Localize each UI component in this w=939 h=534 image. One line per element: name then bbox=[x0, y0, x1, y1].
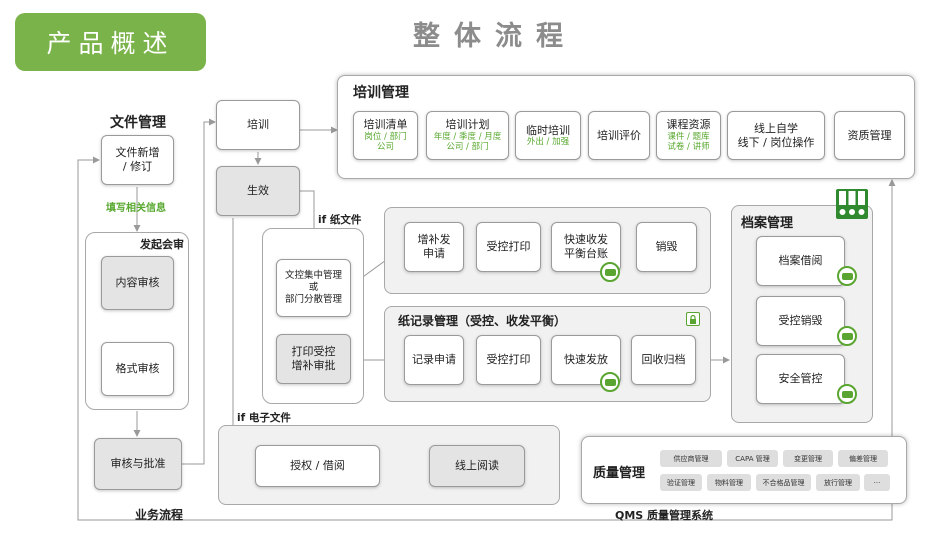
review-approve-box[interactable]: 审核与批准 bbox=[94, 438, 182, 490]
quality-panel bbox=[581, 436, 907, 504]
training-item-5[interactable]: 课程资源课件 / 题库 试卷 / 讲师 bbox=[656, 111, 721, 160]
paper-file-step-1[interactable]: 增补发 申请 bbox=[404, 222, 464, 272]
file-management-title: 文件管理 bbox=[110, 115, 166, 131]
business-flow-label: 业务流程 bbox=[135, 508, 184, 522]
training-item-3[interactable]: 临时培训外出 / 加强 bbox=[515, 111, 581, 160]
training-item-7[interactable]: 资质管理 bbox=[834, 111, 905, 160]
authorize-borrow-box[interactable]: 授权 / 借阅 bbox=[255, 445, 380, 487]
paper-record-title: 纸记录管理（受控、收发平衡） bbox=[398, 314, 567, 328]
online-read-box[interactable]: 线上阅读 bbox=[429, 445, 525, 487]
borrow-icon bbox=[837, 266, 857, 286]
print-control-approve-box[interactable]: 打印受控 增补审批 bbox=[276, 334, 351, 384]
dispatch-icon bbox=[600, 372, 620, 392]
content-review-box[interactable]: 内容审核 bbox=[101, 256, 174, 310]
training-item-1[interactable]: 培训清单岗位 / 部门 公司 bbox=[353, 111, 418, 160]
controlled-destroy-box[interactable]: 受控销毁 bbox=[756, 296, 845, 346]
training-box[interactable]: 培训 bbox=[216, 100, 300, 150]
if-paper-label: if 纸文件 bbox=[318, 214, 362, 226]
quality-module-chip[interactable]: 偏差管理 bbox=[838, 450, 888, 467]
shredder-icon bbox=[837, 326, 857, 346]
quality-module-chip[interactable]: CAPA 管理 bbox=[727, 450, 778, 467]
quality-module-chip[interactable]: ··· bbox=[864, 474, 890, 491]
training-item-label: 课程资源 bbox=[666, 118, 711, 132]
product-overview-tag: 产品概述 bbox=[15, 13, 206, 71]
training-item-label: 线上自学 线下 / 岗位操作 bbox=[737, 121, 815, 149]
training-item-label: 资质管理 bbox=[847, 128, 892, 142]
archive-binders-icon bbox=[835, 188, 869, 220]
quality-module-chip[interactable]: 供应商管理 bbox=[660, 450, 722, 467]
ledger-icon bbox=[600, 262, 620, 282]
paper-record-step-2[interactable]: 受控打印 bbox=[476, 335, 541, 385]
format-review-box[interactable]: 格式审核 bbox=[101, 342, 174, 396]
qms-system-label: QMS 质量管理系统 bbox=[615, 509, 714, 522]
training-item-sub: 课件 / 题库 试卷 / 讲师 bbox=[667, 132, 710, 153]
training-item-sub: 外出 / 加强 bbox=[526, 137, 570, 148]
paper-record-step-1[interactable]: 记录申请 bbox=[404, 335, 464, 385]
paper-record-step-4[interactable]: 回收归档 bbox=[631, 335, 696, 385]
safe-icon bbox=[837, 384, 857, 404]
file-new-revise-box[interactable]: 文件新增 / 修订 bbox=[101, 135, 174, 185]
training-item-2[interactable]: 培训计划年度 / 季度 / 月度 公司 / 部门 bbox=[426, 111, 509, 160]
training-management-title: 培训管理 bbox=[353, 85, 409, 101]
quality-module-chip[interactable]: 变更管理 bbox=[783, 450, 833, 467]
audit-start-label: 发起会审 bbox=[140, 238, 184, 251]
quality-title: 质量管理 bbox=[593, 466, 646, 481]
archive-borrow-box[interactable]: 档案借阅 bbox=[756, 236, 845, 286]
paper-file-step-2[interactable]: 受控打印 bbox=[476, 222, 541, 272]
paper-file-step-4[interactable]: 销毁 bbox=[636, 222, 697, 272]
lock-icon bbox=[686, 312, 700, 326]
training-item-label: 临时培训 bbox=[526, 123, 570, 137]
training-item-label: 培训计划 bbox=[445, 118, 490, 132]
archive-title: 档案管理 bbox=[741, 216, 794, 231]
if-electronic-label: if 电子文件 bbox=[237, 412, 291, 424]
training-item-label: 培训清单 bbox=[363, 118, 408, 132]
training-item-6[interactable]: 线上自学 线下 / 岗位操作 bbox=[727, 111, 825, 160]
quality-module-chip[interactable]: 物料管理 bbox=[707, 474, 751, 491]
security-control-box[interactable]: 安全管控 bbox=[756, 354, 845, 404]
training-item-sub: 岗位 / 部门 公司 bbox=[364, 132, 407, 153]
training-item-label: 培训评价 bbox=[597, 128, 641, 142]
page-title: 整体流程 bbox=[413, 21, 577, 52]
fill-info-label: 填写相关信息 bbox=[106, 203, 166, 214]
training-item-4[interactable]: 培训评价 bbox=[588, 111, 650, 160]
centralized-management-box[interactable]: 文控集中管理 或 部门分散管理 bbox=[276, 259, 351, 317]
quality-module-chip[interactable]: 放行管理 bbox=[816, 474, 860, 491]
training-item-sub: 年度 / 季度 / 月度 公司 / 部门 bbox=[433, 132, 502, 153]
effective-box[interactable]: 生效 bbox=[216, 166, 300, 216]
quality-module-chip[interactable]: 不合格品管理 bbox=[756, 474, 811, 491]
quality-module-chip[interactable]: 验证管理 bbox=[660, 474, 702, 491]
